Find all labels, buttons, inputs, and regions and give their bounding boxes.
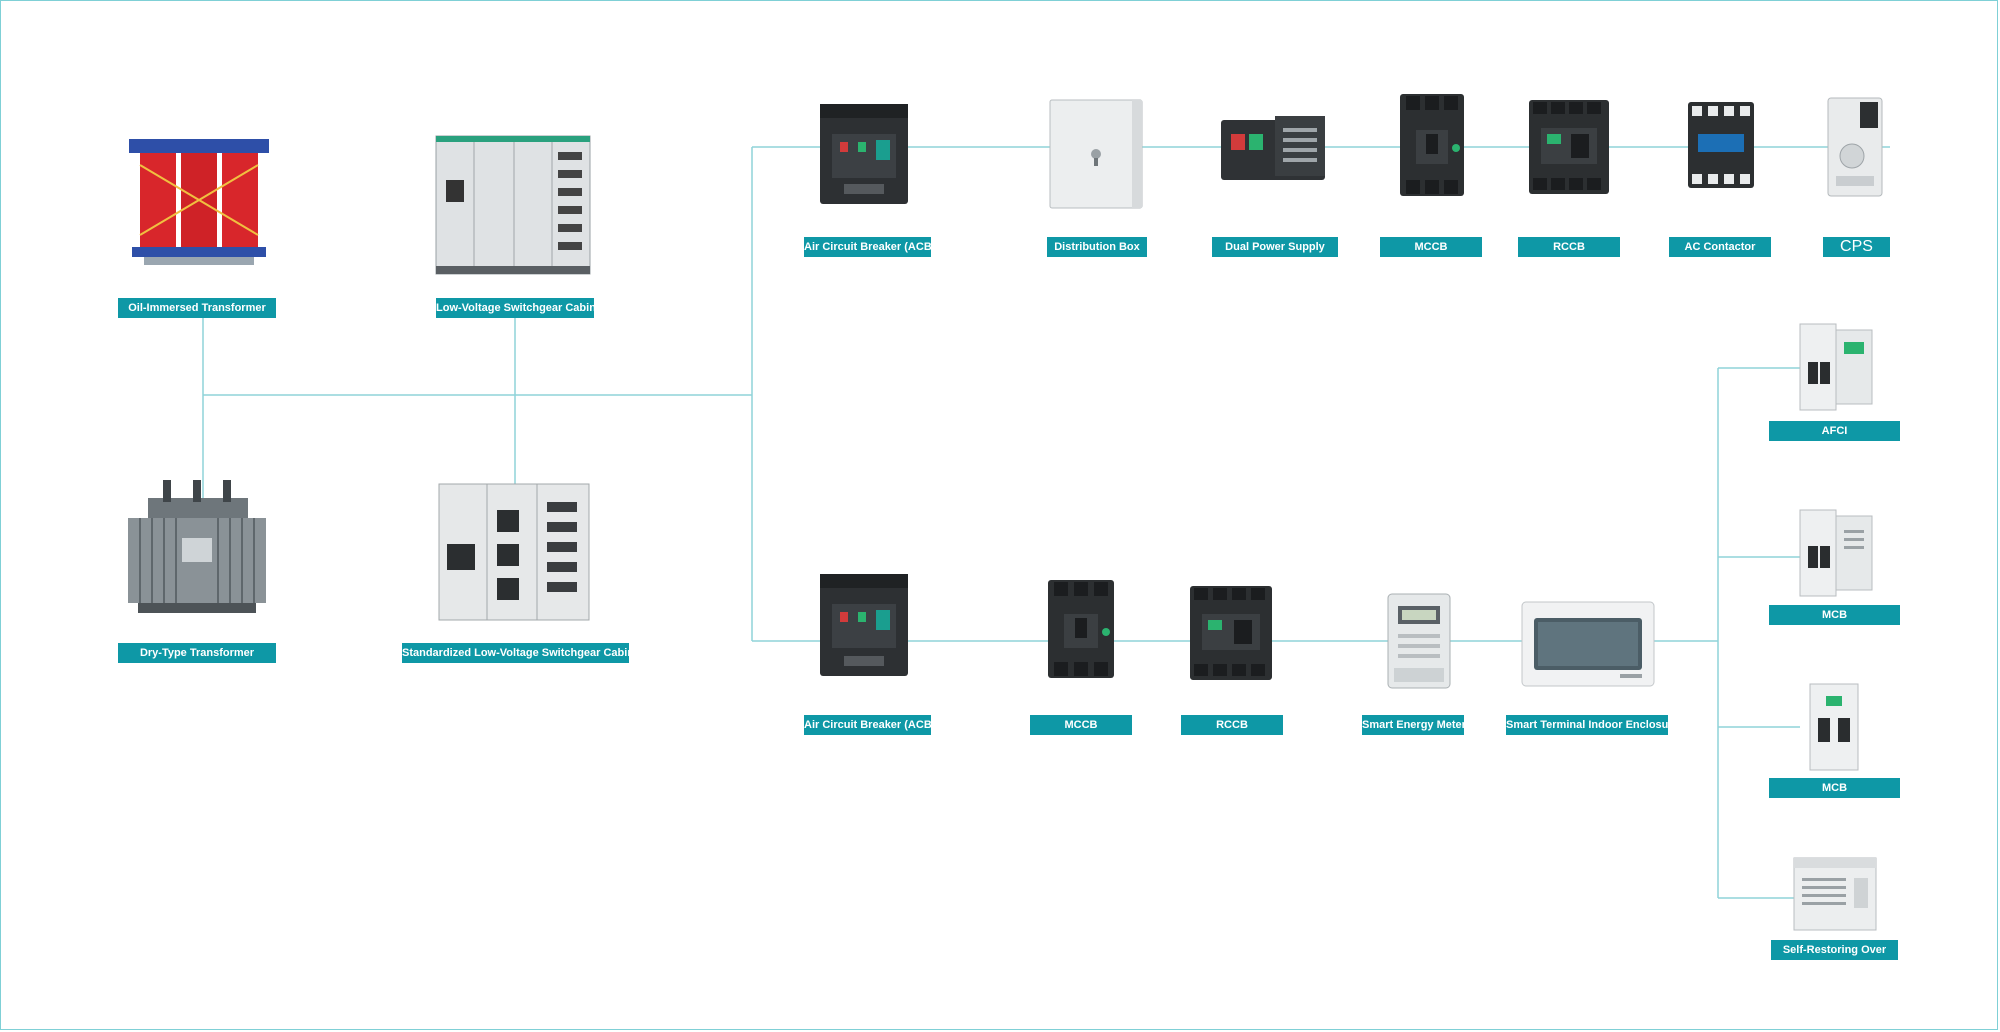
rccb-icon [1188,584,1274,682]
lv-cabinet-label: Low-Voltage Switchgear Cabinet [436,298,594,318]
ac-contactor-label: AC Contactor [1669,237,1771,257]
mccb-top-label: MCCB [1380,237,1482,257]
rccb-icon [1527,98,1611,196]
cps-label: CPS [1823,237,1890,257]
ats-switch-icon [1217,110,1329,186]
acb-icon [816,570,912,680]
afci-label: AFCI [1769,421,1900,441]
contactor-icon [1684,98,1758,192]
rccb-top-label: RCCB [1518,237,1620,257]
cps-icon [1826,96,1884,198]
mccb-bottom-label: MCCB [1030,715,1132,735]
acb-bottom-label: Air Circuit Breaker (ACB) [804,715,931,735]
afci-breaker-icon [1794,322,1878,412]
distribution-box-label: Distribution Box [1047,237,1147,257]
rccb-bottom-label: RCCB [1181,715,1283,735]
self-restoring-label: Self-Restoring Over [1771,940,1898,960]
enclosure-box-icon [1046,96,1146,212]
dual-power-label: Dual Power Supply [1212,237,1338,257]
mcb-1-label: MCB [1769,605,1900,625]
rcbo-breaker-icon [1794,508,1878,598]
switchgear-cabinet-icon [434,130,592,278]
switchgear-drawers-icon [437,482,591,622]
mccb-icon [1046,578,1116,680]
mcb-breaker-icon [1806,682,1862,772]
dry-transformer-label: Dry-Type Transformer [118,643,276,663]
mcb-2-label: MCB [1769,778,1900,798]
terminal-enclosure-label: Smart Terminal Indoor Enclosure [1506,715,1668,735]
oil-transformer-label: Oil-Immersed Transformer [118,298,276,318]
self-restoring-protector-icon [1790,856,1880,932]
acb-icon [816,100,912,208]
energy-meter-label: Smart Energy Meter [1362,715,1464,735]
transformer-grey-icon [118,478,276,618]
transformer-red-icon [124,125,274,275]
mccb-icon [1398,92,1466,198]
energy-meter-icon [1386,592,1452,690]
acb-top-label: Air Circuit Breaker (ACB) [804,237,931,257]
consumer-unit-icon [1520,600,1656,688]
std-cabinet-label: Standardized Low-Voltage Switchgear Cabi… [402,643,629,663]
